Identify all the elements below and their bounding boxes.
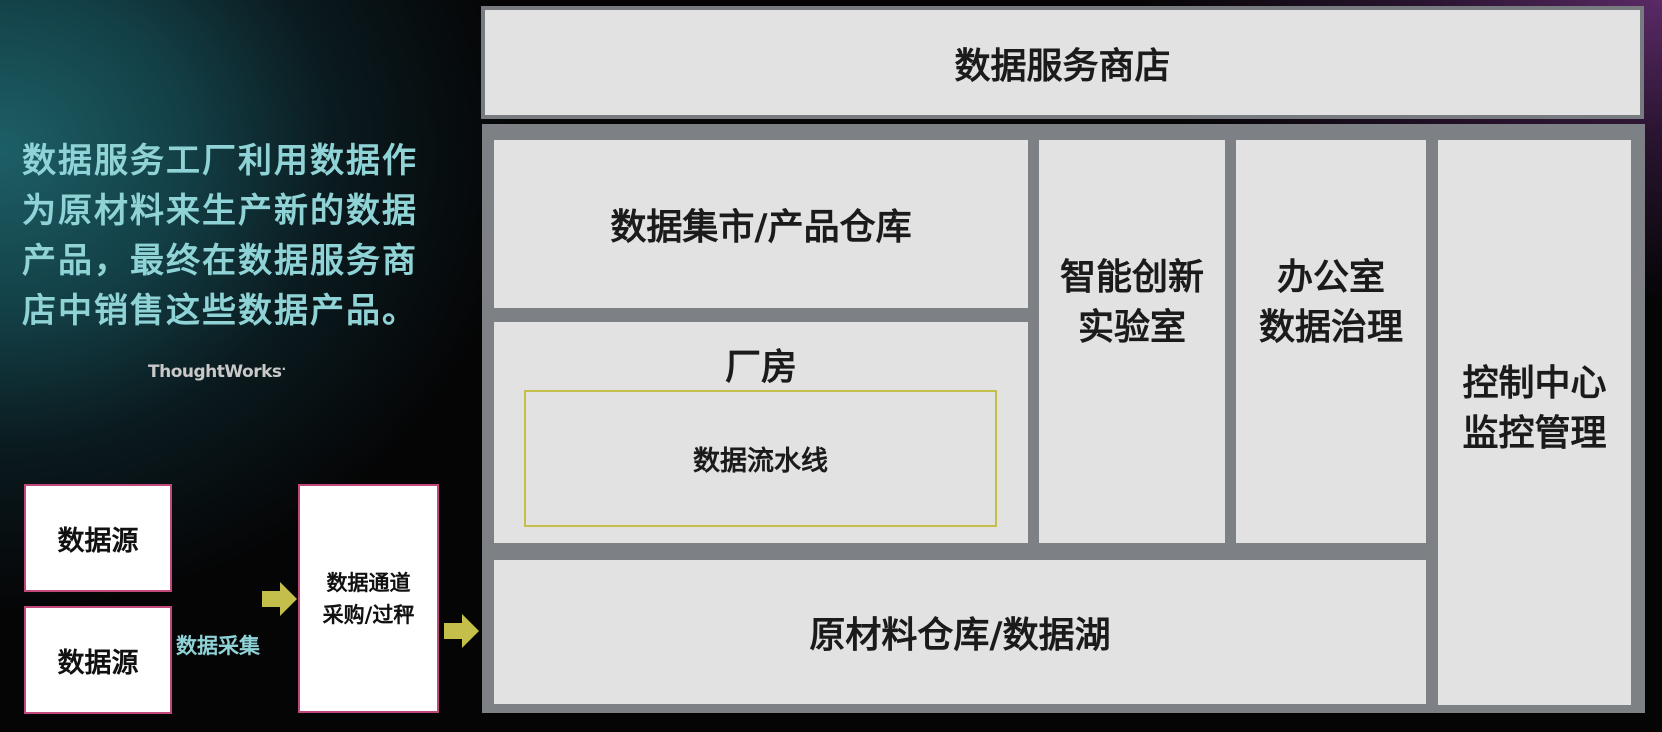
- intro-line: 为原材料来生产新的数据: [22, 191, 418, 231]
- data-source-label: 数据源: [57, 525, 139, 557]
- data-mart-label: 数据集市/产品仓库: [610, 207, 912, 248]
- data-source-label: 数据源: [57, 647, 139, 679]
- intro-line: 产品，最终在数据服务商: [22, 241, 418, 281]
- data-source-box: 数据源: [24, 606, 172, 714]
- data-pipeline-box: 数据流水线: [524, 390, 997, 527]
- brand-mark: ·: [281, 362, 287, 376]
- brand-name: ThoughtWorks: [148, 362, 282, 382]
- data-lake-panel: 原材料仓库/数据湖: [494, 560, 1426, 704]
- workshop-label: 厂房: [724, 347, 797, 388]
- collection-label: 数据采集: [176, 634, 260, 658]
- control-line: 监控管理: [1462, 412, 1607, 454]
- data-service-store: 数据服务商店: [481, 6, 1644, 119]
- channel-line: 采购/过秤: [322, 602, 415, 627]
- lab-line: 实验室: [1077, 306, 1186, 348]
- intro-line: 数据服务工厂利用数据作: [22, 141, 418, 181]
- control-center-panel: 控制中心 监控管理: [1438, 140, 1631, 705]
- office-line: 办公室: [1276, 256, 1385, 298]
- lab-line: 智能创新: [1059, 256, 1204, 298]
- control-line: 控制中心: [1462, 362, 1607, 404]
- data-mart-panel: 数据集市/产品仓库: [494, 140, 1028, 308]
- store-label: 数据服务商店: [954, 45, 1171, 87]
- arrow-right-icon: [444, 614, 479, 648]
- intro-text: 数据服务工厂利用数据作 为原材料来生产新的数据 产品，最终在数据服务商 店中销售…: [22, 136, 422, 336]
- data-source-box: 数据源: [24, 484, 172, 592]
- channel-line: 数据通道: [326, 570, 411, 595]
- data-lake-label: 原材料仓库/数据湖: [809, 615, 1111, 656]
- arrow-right-icon: [262, 582, 297, 616]
- office-line: 数据治理: [1258, 306, 1403, 348]
- brand-logo: ThoughtWorks·: [148, 362, 286, 382]
- innovation-lab-panel: 智能创新 实验室: [1039, 140, 1225, 543]
- office-panel: 办公室 数据治理: [1236, 140, 1426, 543]
- workshop-panel: 厂房: [494, 322, 1028, 543]
- intro-line: 店中销售这些数据产品。: [22, 291, 418, 331]
- pipeline-label: 数据流水线: [693, 446, 828, 477]
- data-channel-box: 数据通道 采购/过秤: [298, 484, 439, 713]
